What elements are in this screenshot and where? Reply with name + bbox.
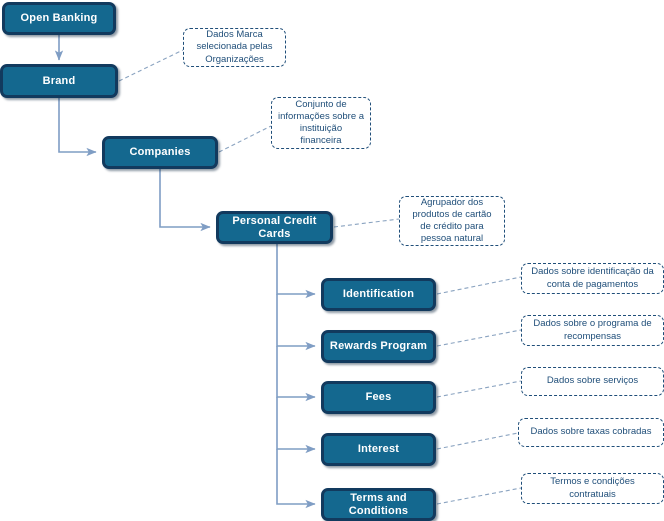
node-brand[interactable]: Brand — [0, 64, 118, 98]
annotation-label: Dados sobre o programa de recompensas — [533, 318, 652, 342]
node-label: Identification — [342, 288, 415, 301]
annotation-label: Conjunto de informações sobre a institui… — [277, 98, 365, 147]
node-label: Open Banking — [20, 12, 98, 25]
annotation-label: Agrupador dos produtos de cartão de créd… — [412, 196, 492, 245]
node-label: Terms and Conditions — [348, 491, 409, 517]
annotation-note-identification: Dados sobre identificação da conta de pa… — [521, 263, 664, 294]
leader-lead-companies — [218, 125, 272, 153]
node-personal-credit-cards[interactable]: Personal Credit Cards — [216, 211, 333, 244]
connector-pcc-to-terms — [276, 449, 316, 509]
annotation-note-terms-and-conditions: Termos e condições contratuais — [521, 473, 664, 504]
node-terms-and-conditions[interactable]: Terms and Conditions — [321, 488, 436, 521]
leader-lead-terms — [436, 487, 522, 505]
leader-lead-pcc — [333, 218, 400, 228]
annotation-label: Dados Marca selecionada pelas Organizaçõ… — [196, 29, 273, 65]
node-label: Interest — [357, 443, 400, 456]
leader-lead-rewards — [436, 329, 522, 347]
connector-brand-to-companies — [58, 98, 97, 157]
connector-pcc-to-identification — [276, 244, 316, 299]
leader-lead-identification — [436, 276, 522, 295]
leader-lead-brand — [118, 49, 184, 82]
annotation-label: Termos e condições contratuais — [550, 476, 635, 500]
annotation-note-fees: Dados sobre serviços — [521, 367, 664, 396]
node-rewards-program[interactable]: Rewards Program — [321, 330, 436, 363]
connector-pcc-to-rewards — [276, 294, 316, 351]
annotation-note-rewards-program: Dados sobre o programa de recompensas — [521, 315, 664, 346]
connector-pcc-to-fees — [276, 346, 316, 402]
node-label: Personal Credit Cards — [232, 214, 317, 240]
annotation-label: Dados sobre identificação da conta de pa… — [531, 266, 654, 290]
node-companies[interactable]: Companies — [102, 136, 218, 169]
node-label: Rewards Program — [329, 340, 428, 353]
node-interest[interactable]: Interest — [321, 433, 436, 466]
annotation-label: Dados sobre taxas cobradas — [530, 426, 652, 438]
node-label: Fees — [365, 391, 392, 404]
node-fees[interactable]: Fees — [321, 381, 436, 414]
node-label: Brand — [42, 74, 76, 87]
connector-pcc-to-interest — [276, 397, 316, 454]
annotation-note-brand: Dados Marca selecionada pelas Organizaçõ… — [183, 28, 286, 67]
annotation-note-companies: Conjunto de informações sobre a institui… — [271, 97, 371, 149]
connector-companies-to-pcc — [159, 169, 211, 232]
node-identification[interactable]: Identification — [321, 278, 436, 311]
annotation-note-interest: Dados sobre taxas cobradas — [518, 418, 664, 447]
leader-lead-fees — [436, 380, 522, 398]
leader-lead-interest — [436, 432, 519, 450]
node-open-banking[interactable]: Open Banking — [2, 2, 116, 35]
annotation-label: Dados sobre serviços — [546, 375, 639, 387]
annotation-note-personal-credit-cards: Agrupador dos produtos de cartão de créd… — [399, 196, 505, 246]
node-label: Companies — [129, 146, 191, 159]
